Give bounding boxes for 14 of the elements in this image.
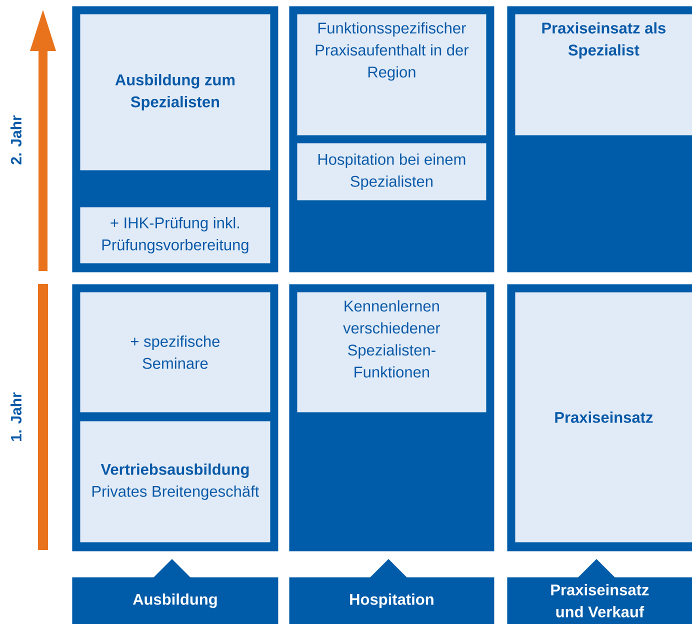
text-box: + IHK-Prüfung inkl. Prüfungsvorbereitung — [80, 207, 270, 264]
tab: Hospitation — [289, 559, 494, 624]
tab: Ausbildung — [72, 559, 278, 624]
text-box: Praxiseinsatz als Spezialist — [515, 14, 692, 136]
text-box: Funktionsspezifischer Praxisaufenthalt in der Region — [297, 14, 486, 136]
text-box: Hospitation bei einem Spezialisten — [297, 143, 486, 200]
text-box: Kennenlernen verschiedener Spezialisten-Funktionen — [297, 292, 486, 412]
text-box: Ausbildung zum Spezialisten — [80, 14, 270, 170]
text-box: Praxiseinsatz — [515, 292, 692, 542]
year-label: 2. Jahr — [10, 115, 22, 164]
year-label: 1. Jahr — [10, 392, 22, 441]
text-box: Vertriebsausbildung Privates Breitengeschäft — [80, 421, 270, 542]
tab: Praxiseinsatz und Verkauf — [507, 559, 692, 624]
text-box: + spezifische Seminare — [80, 292, 270, 412]
